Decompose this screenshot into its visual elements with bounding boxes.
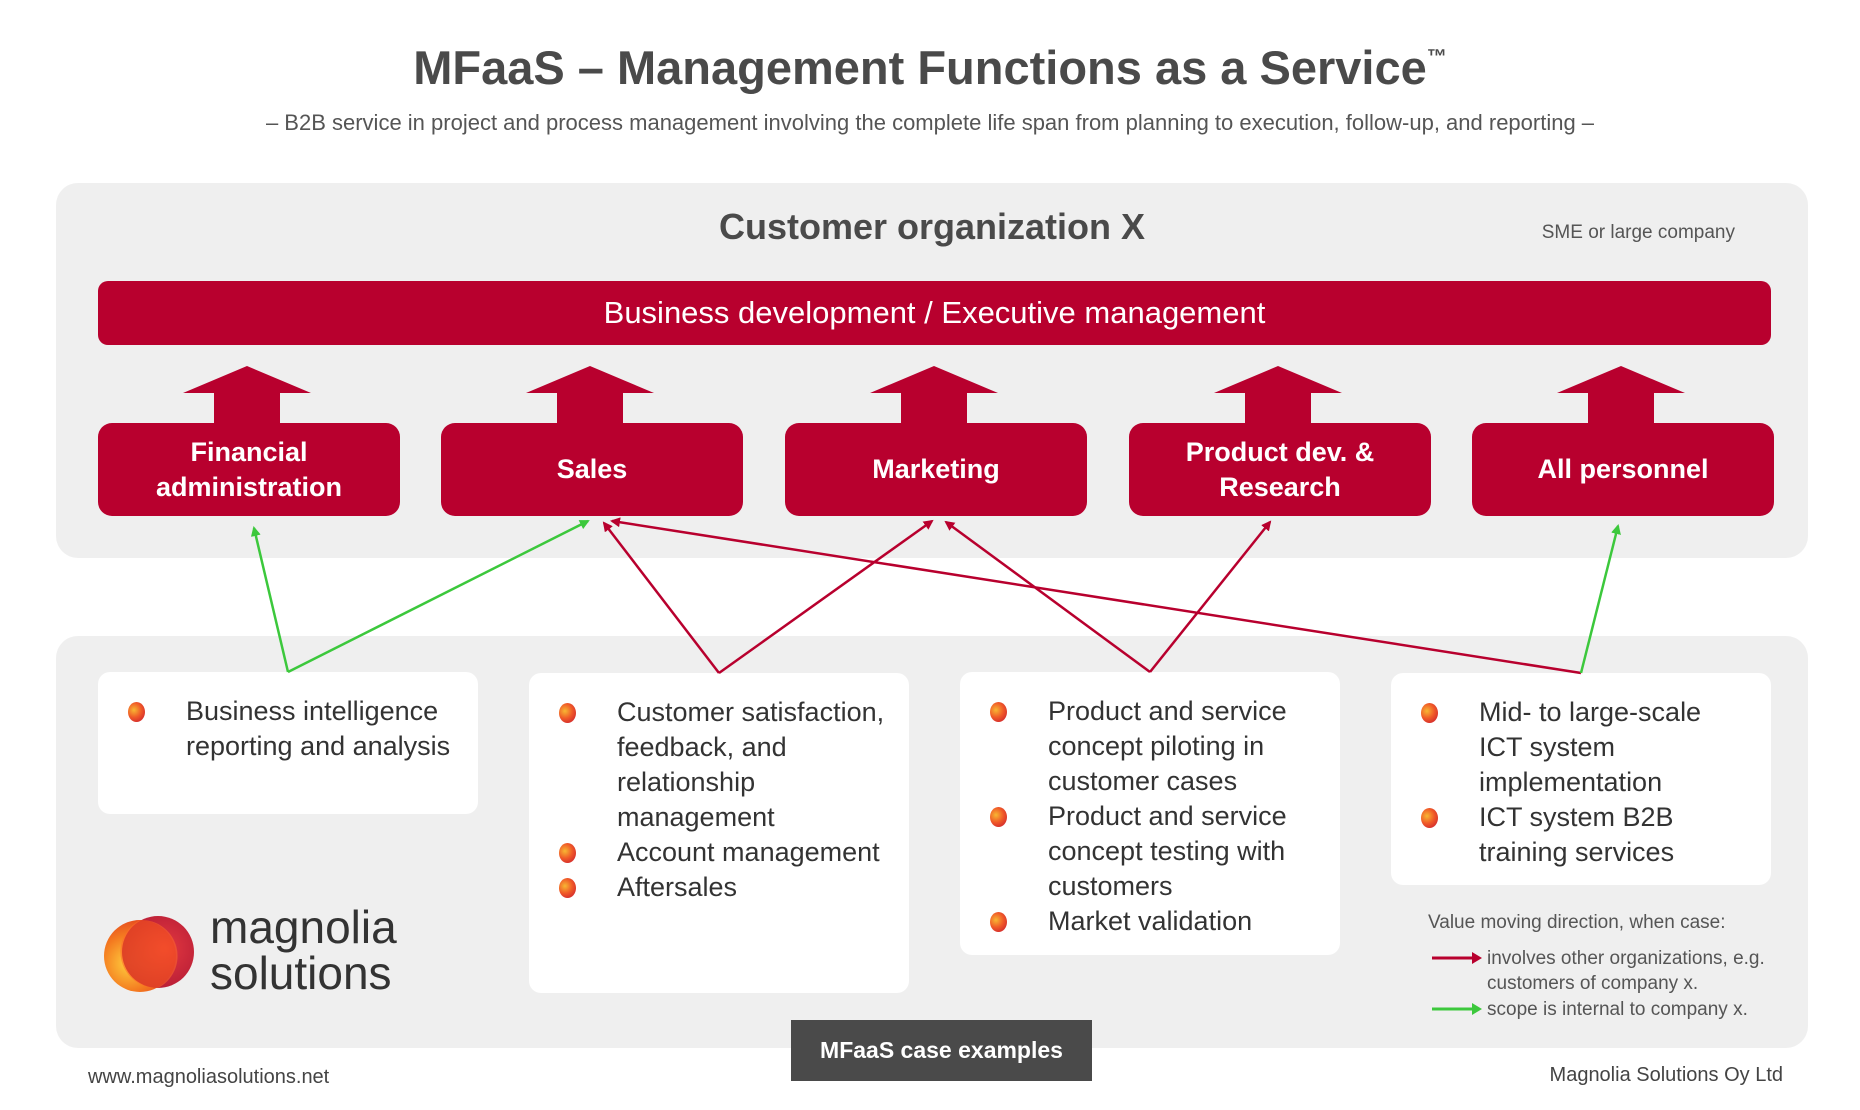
function-sales: Sales — [441, 423, 743, 516]
function-financial-administration: Financial administration — [98, 423, 400, 516]
case-item: Product and service concept testing with… — [980, 799, 1320, 904]
trademark-mark: ™ — [1426, 46, 1447, 69]
arrow-ict-to-sales — [610, 517, 1582, 675]
case-examples-tab: MFaaS case examples — [791, 1020, 1092, 1081]
footer-website: www.magnoliasolutions.net — [88, 1066, 330, 1088]
block-arrow-sales — [526, 366, 654, 423]
legend-red-text: involves other organizations, e.g. custo… — [1487, 948, 1765, 994]
magnolia-logo-icon — [104, 916, 194, 992]
arrow-ict-to-personnel — [1579, 524, 1621, 674]
organization-title: Customer organization X — [718, 206, 1146, 247]
page-title: MFaaS – Management Functions as a Servic… — [0, 40, 1860, 95]
bullet-icon — [990, 912, 1007, 932]
case-card-product-service: Product and service concept piloting in … — [960, 672, 1340, 955]
executive-management-bar: Business development / Executive managem… — [98, 281, 1771, 345]
function-product-research: Product dev. & Research — [1129, 423, 1431, 516]
arrow-bi-to-sales — [287, 519, 590, 674]
block-arrow-financial — [183, 366, 311, 423]
bullet-icon — [559, 843, 576, 863]
brand-line1: magnolia — [210, 901, 397, 953]
page-subtitle: – B2B service in project and process man… — [265, 110, 1595, 135]
block-arrow-product — [1214, 366, 1342, 423]
brand-wordmark: magnolia solutions — [210, 904, 397, 996]
case-item: Account management — [549, 835, 889, 870]
case-item: Mid- to large-scale ICT system implement… — [1411, 695, 1751, 800]
case-item: Market validation — [980, 904, 1320, 939]
function-marketing: Marketing — [785, 423, 1087, 516]
bullet-icon — [1421, 703, 1438, 723]
case-item: Customer satisfaction, feedback, and rel… — [549, 695, 889, 835]
arrow-bi-to-financial — [250, 526, 290, 673]
block-arrow-marketing — [870, 366, 998, 423]
case-item: Aftersales — [549, 870, 889, 905]
case-item: Product and service concept piloting in … — [980, 694, 1320, 799]
organization-note: SME or large company — [1541, 222, 1735, 243]
arrow-customer-to-sales — [602, 521, 720, 674]
function-all-personnel: All personnel — [1472, 423, 1774, 516]
case-card-customer: Customer satisfaction, feedback, and rel… — [529, 673, 909, 993]
footer-company: Magnolia Solutions Oy Ltd — [1549, 1064, 1783, 1086]
arrow-product-to-research — [1149, 520, 1272, 673]
title-text: MFaaS – Management Functions as a Servic… — [413, 41, 1427, 94]
case-item: Business intelligence reporting and anal… — [118, 694, 458, 764]
arrow-product-to-marketing — [944, 520, 1151, 674]
bullet-icon — [990, 702, 1007, 722]
case-card-business-intelligence: Business intelligence reporting and anal… — [98, 672, 478, 814]
legend-green-text: scope is internal to company x. — [1487, 999, 1748, 1020]
bullet-icon — [990, 807, 1007, 827]
brand-line2: solutions — [210, 947, 392, 999]
case-item: ICT system B2B training services — [1411, 800, 1751, 870]
legend-heading: Value moving direction, when case: — [1428, 912, 1726, 933]
bullet-icon — [128, 702, 145, 722]
bullet-icon — [1421, 808, 1438, 828]
arrow-customer-to-marketing — [718, 519, 934, 675]
bullet-icon — [559, 878, 576, 898]
case-card-ict: Mid- to large-scale ICT system implement… — [1391, 673, 1771, 885]
block-arrow-personnel — [1557, 366, 1685, 423]
bullet-icon — [559, 703, 576, 723]
